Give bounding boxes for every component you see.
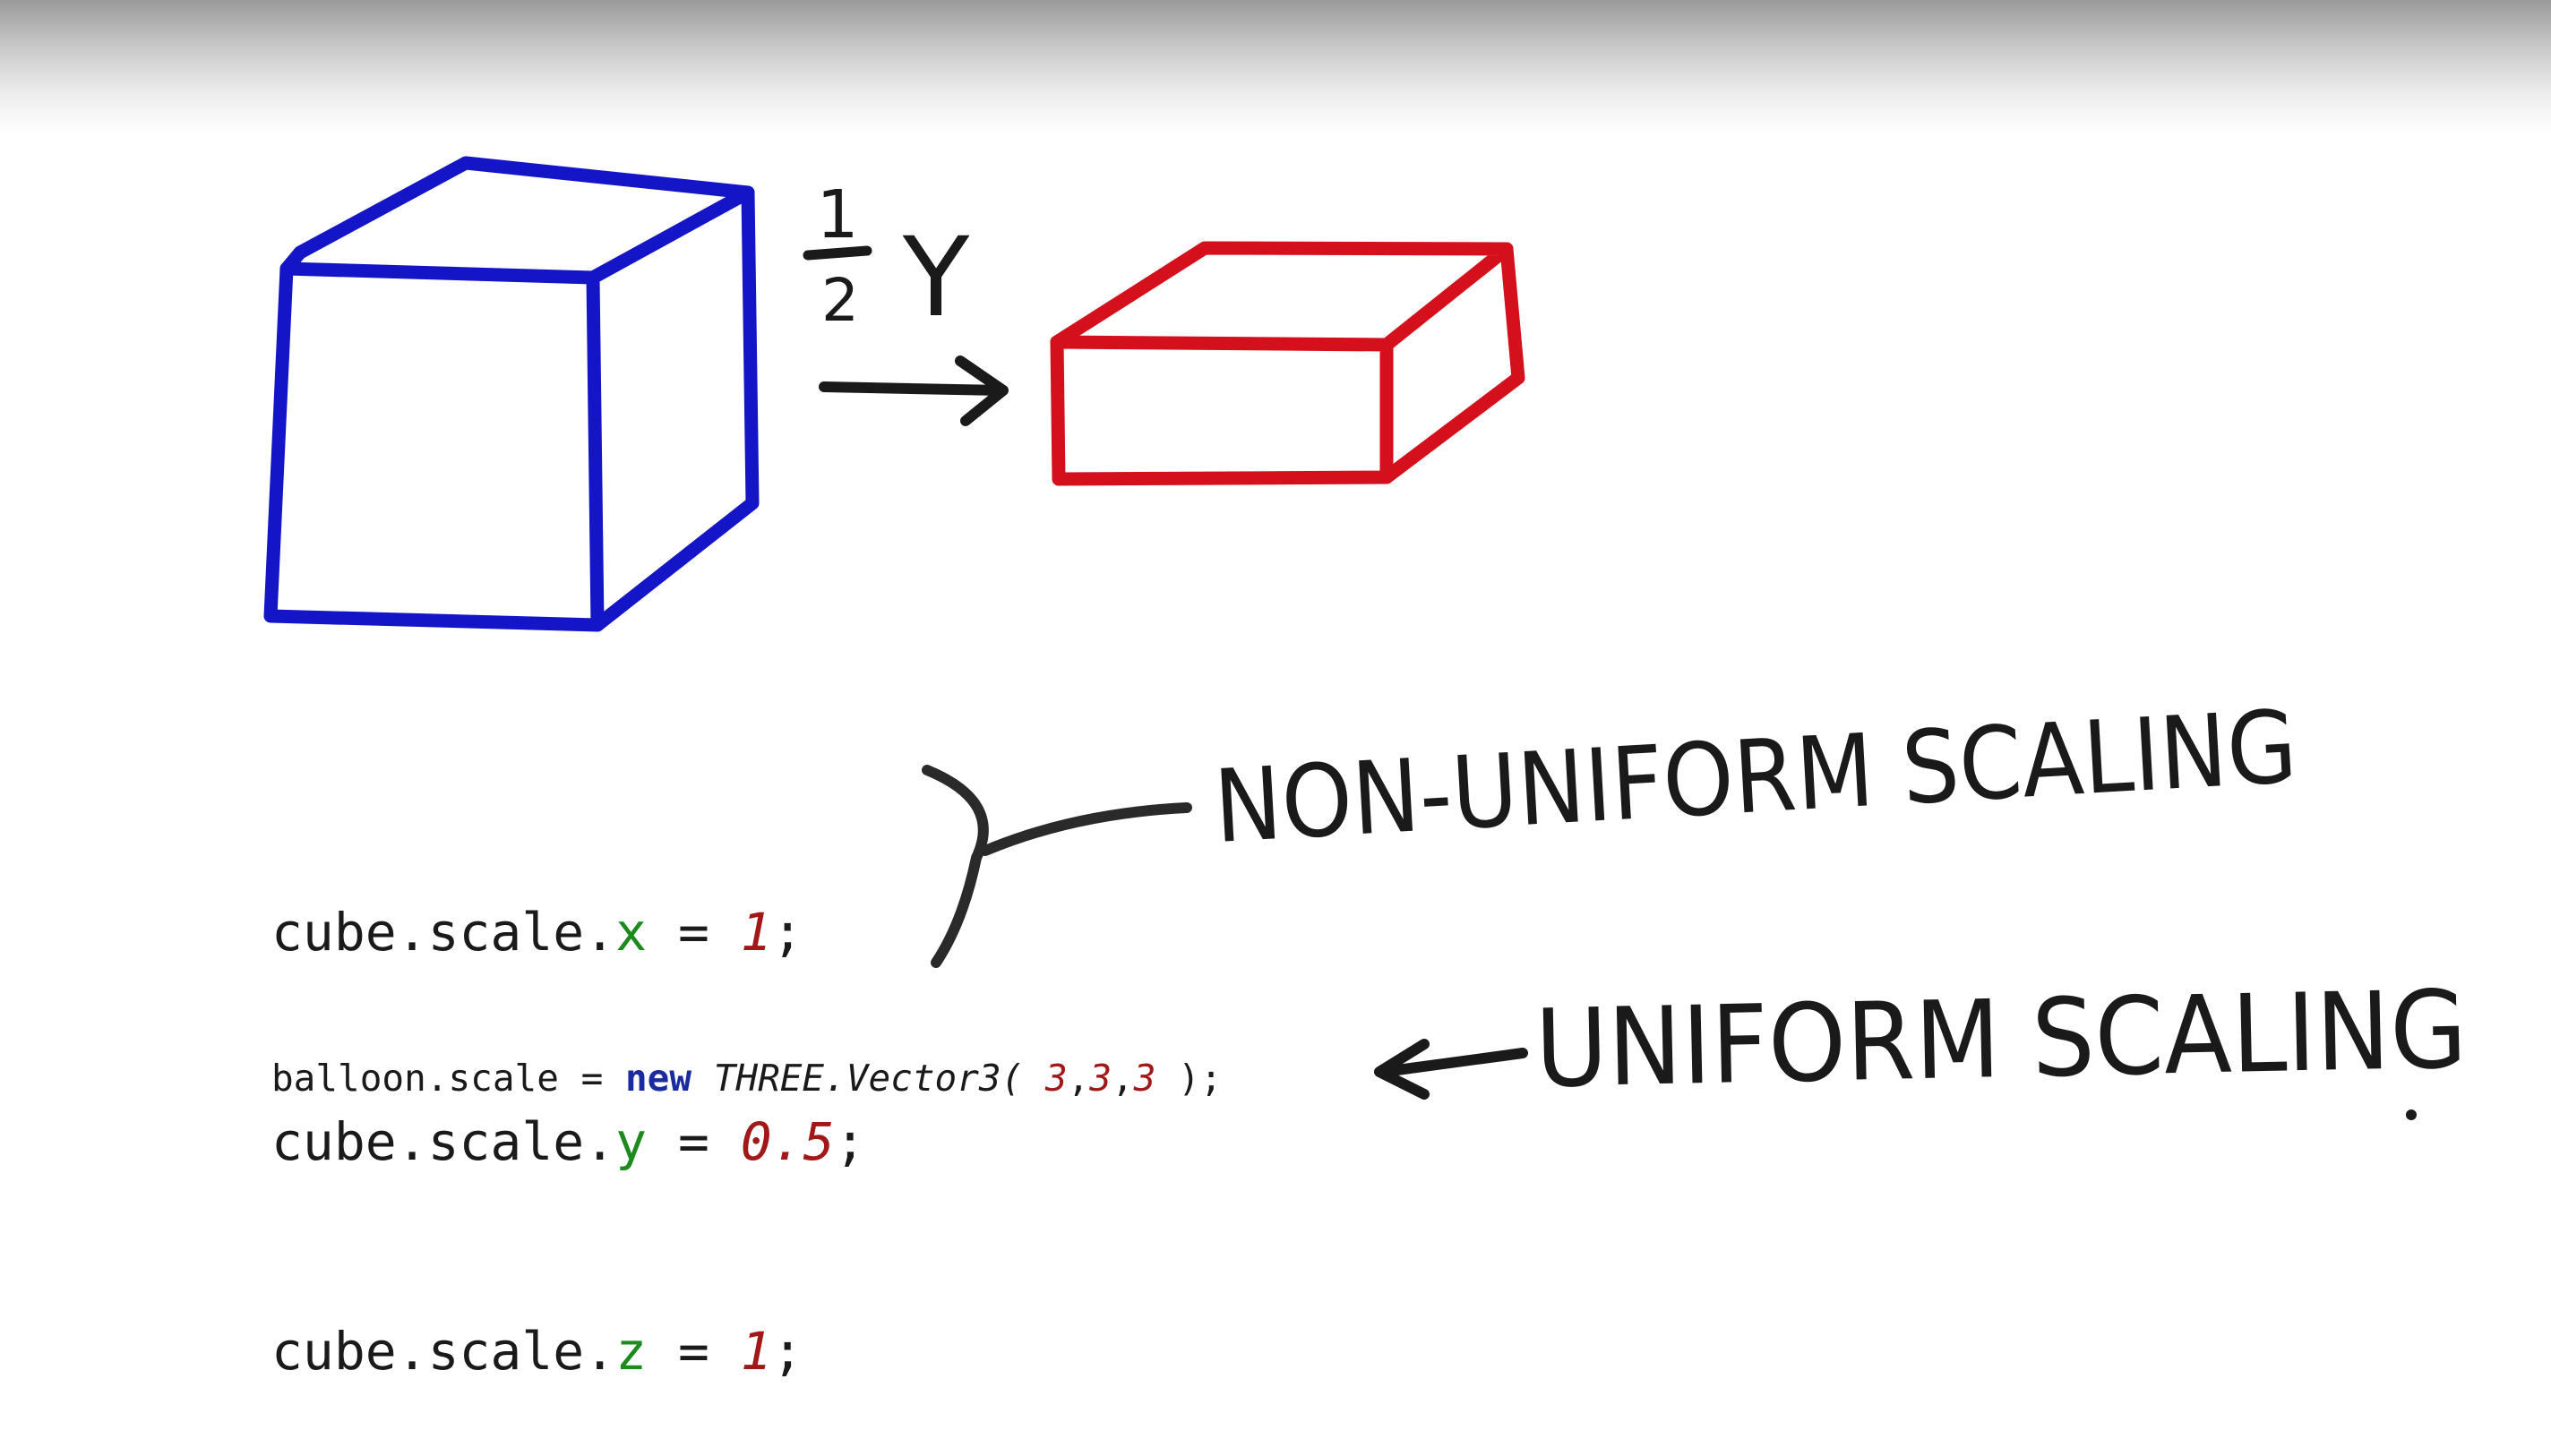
uniform-scaling-label: UNIFORM SCALING xyxy=(1534,968,2469,1112)
uniform-arrow xyxy=(1374,1039,1528,1100)
scale-code-block: cube.scale.x = 1; cube.scale.y = 0.5; cu… xyxy=(271,758,865,1456)
top-shadow xyxy=(0,0,2551,134)
transform-arrow xyxy=(819,355,1009,426)
code-line-z: cube.scale.z = 1; xyxy=(271,1321,803,1382)
stray-dot xyxy=(2406,1109,2417,1120)
fraction-denominator: 2 xyxy=(821,266,859,335)
non-uniform-scaling-label: NON-UNIFORM SCALING xyxy=(1211,689,2299,866)
whiteboard-drawing: 1 2 Y NON-UNIFORM SCALING UNIFORM SCALIN… xyxy=(263,156,2469,1120)
red-box xyxy=(1050,241,1525,486)
half-y-annotation: 1 2 Y xyxy=(803,176,970,341)
code-bracket xyxy=(922,765,1192,968)
axis-letter: Y xyxy=(902,214,970,341)
blue-cube xyxy=(263,156,760,632)
code-line-x: cube.scale.x = 1; xyxy=(271,902,803,963)
code-line-y: cube.scale.y = 0.5; xyxy=(271,1111,866,1172)
balloon-code-line: balloon.scale = new THREE.Vector3( 3,3,3… xyxy=(271,1057,1223,1100)
fraction-numerator: 1 xyxy=(816,176,858,253)
